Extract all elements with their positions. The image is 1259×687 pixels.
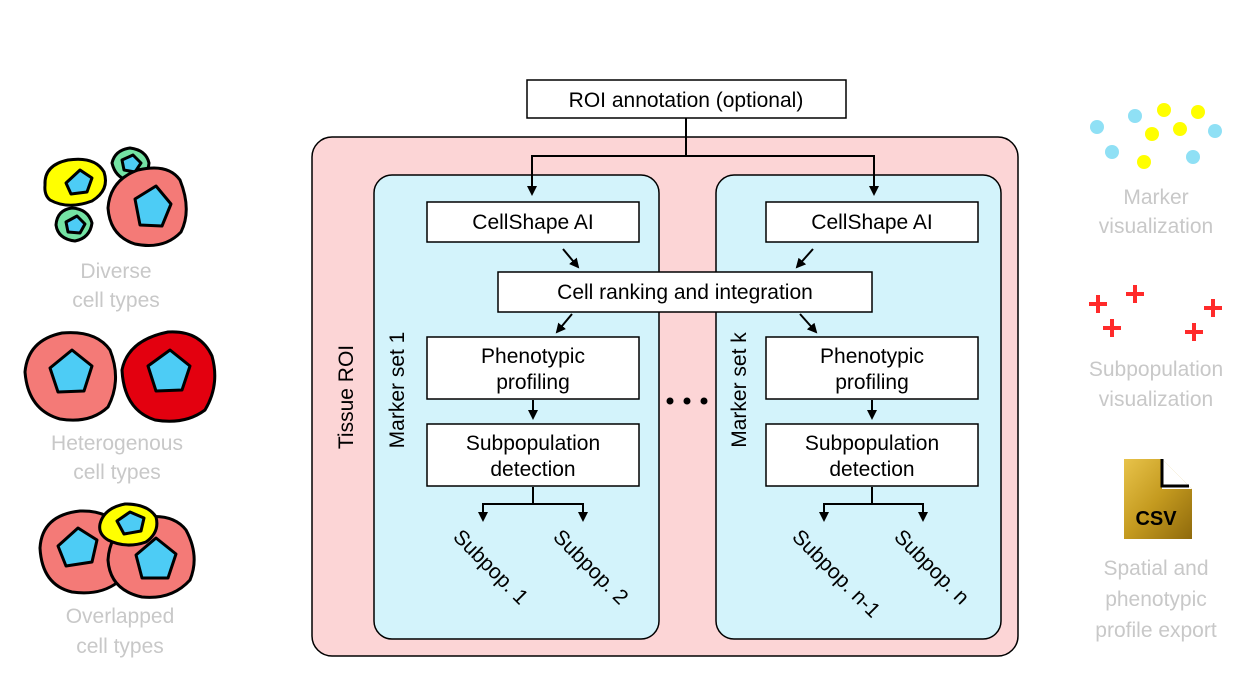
ellipsis-dot-2 — [683, 397, 691, 405]
marker-vis-label-b: visualization — [1099, 215, 1213, 238]
detection-text-1b: detection — [490, 458, 575, 481]
profiling-text-kb: profiling — [835, 371, 909, 394]
cell-ranking-text: Cell ranking and integration — [557, 281, 813, 304]
heterogenous-label-a: Heterogenous — [51, 432, 183, 455]
ellipsis-dot-3 — [700, 397, 708, 405]
detection-text-1a: Subpopulation — [466, 432, 600, 455]
ranking-to-profiling-arrow-k — [799, 313, 818, 334]
cell-ranking-box — [497, 271, 873, 313]
profiling-box-k — [765, 336, 979, 400]
profiling-text-ka: Phenotypic — [820, 345, 924, 368]
roi-annotation-box — [526, 79, 847, 119]
overlapped-label-b: cell types — [76, 635, 164, 658]
csv-label: CSV — [1135, 508, 1177, 530]
csv-file-icon — [1124, 459, 1192, 539]
cellshape-ai-box-k — [765, 201, 979, 243]
detection-text-kb: detection — [829, 458, 914, 481]
cellshape-to-ranking-arrow-k — [795, 248, 814, 269]
marker-set-k-label: Marker set k — [728, 332, 751, 448]
export-label-c: profile export — [1095, 619, 1217, 642]
detection-text-ka: Subpopulation — [805, 432, 939, 455]
detection-box-k — [765, 423, 979, 487]
subpop-vis-label-b: visualization — [1099, 388, 1213, 411]
cellshape-ai-text-1: CellShape AI — [472, 211, 593, 234]
cellshape-ai-box-1 — [426, 201, 640, 243]
diverse-cells-icon — [43, 146, 188, 247]
cellshape-to-ranking-arrow-1 — [562, 248, 580, 269]
marker-set-k-panel — [715, 174, 1002, 640]
overlapped-cells-icon — [38, 502, 196, 599]
marker-dots-icon — [1090, 103, 1222, 169]
subpop-vis-label-a: Subpopulation — [1089, 358, 1223, 381]
tissue-roi-label: Tissue ROI — [335, 345, 358, 449]
marker-set-1-panel — [373, 174, 660, 640]
ranking-to-profiling-arrow-1 — [555, 313, 573, 334]
marker-set-1-label: Marker set 1 — [386, 332, 409, 449]
overlapped-label-a: Overlapped — [66, 605, 175, 628]
detection-box-1 — [426, 423, 640, 487]
cellshape-ai-text-k: CellShape AI — [811, 211, 932, 234]
export-label-b: phenotypic — [1105, 588, 1207, 611]
heterogenous-label-b: cell types — [73, 461, 161, 484]
subpop-plus-icon — [1089, 285, 1222, 341]
profiling-text-1a: Phenotypic — [481, 345, 585, 368]
ellipsis-dot-1 — [666, 397, 674, 405]
diverse-label-a: Diverse — [80, 260, 151, 283]
marker-vis-label-a: Marker — [1123, 186, 1188, 209]
profiling-box-1 — [426, 336, 640, 400]
heterogenous-cells-icon — [23, 330, 217, 423]
diverse-label-b: cell types — [72, 289, 160, 312]
export-label-a: Spatial and — [1103, 557, 1208, 580]
roi-annotation-text: ROI annotation (optional) — [569, 89, 804, 112]
profiling-text-1b: profiling — [496, 371, 570, 394]
